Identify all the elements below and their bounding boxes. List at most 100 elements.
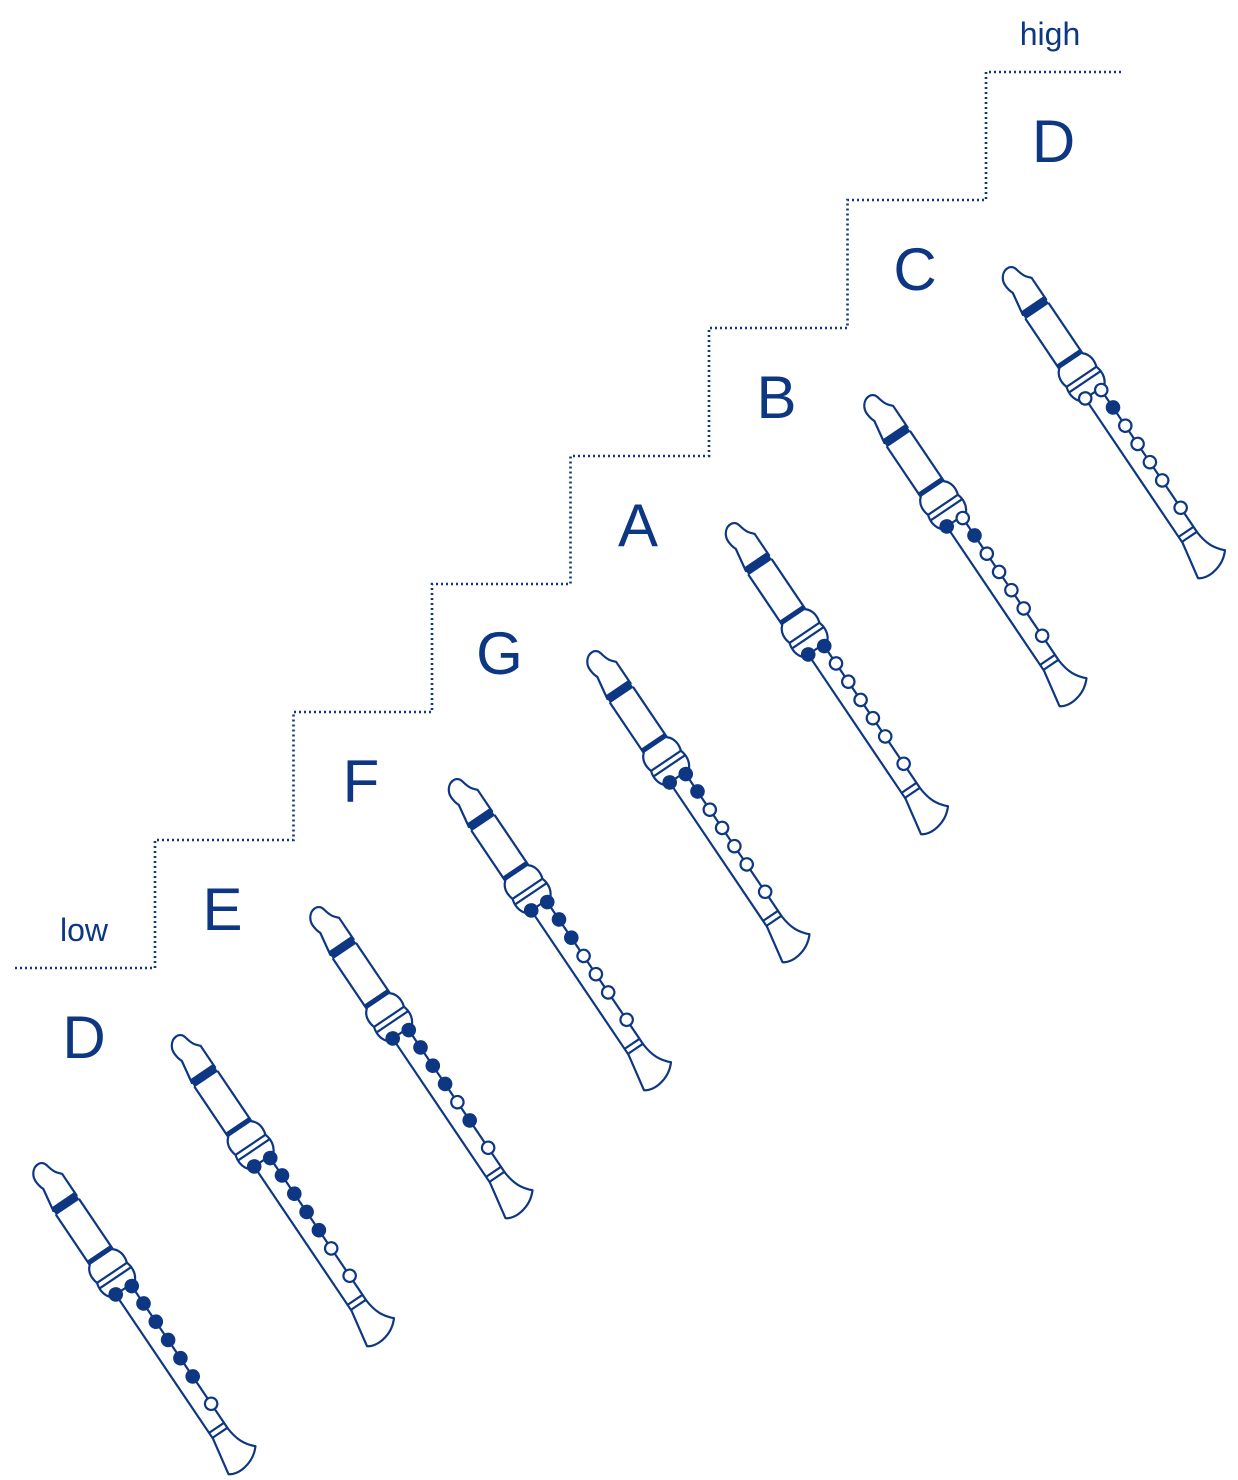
thumb-hole-closed-0 xyxy=(661,774,678,791)
note-label: F xyxy=(343,748,380,815)
finger-hole-open-3 xyxy=(840,673,857,690)
note-label: C xyxy=(893,236,936,303)
low-label: low xyxy=(60,912,109,948)
thumb-hole-closed-0 xyxy=(384,1030,401,1047)
finger-hole-closed-6 xyxy=(461,1112,478,1129)
recorder-icon xyxy=(715,512,955,839)
recorder-icon xyxy=(577,640,817,967)
note-2-group: F xyxy=(300,748,540,1223)
finger-hole-open-6 xyxy=(323,1240,340,1257)
thumb-hole-closed-0 xyxy=(800,646,817,663)
recorder-mouthpiece-band xyxy=(51,1192,79,1215)
note-0-group: D xyxy=(23,1004,263,1479)
finger-hole-open-3 xyxy=(978,545,995,562)
finger-hole-closed-5 xyxy=(310,1222,327,1239)
finger-hole-open-4 xyxy=(575,947,592,964)
recorder-head-band xyxy=(641,733,667,753)
finger-hole-closed-3 xyxy=(147,1313,164,1330)
recorder-icon xyxy=(854,384,1094,711)
finger-hole-open-2 xyxy=(827,655,844,672)
recorder-body xyxy=(531,900,643,1054)
finger-hole-closed-3 xyxy=(424,1057,441,1074)
recorder-icon xyxy=(161,1024,401,1351)
finger-hole-open-5 xyxy=(449,1094,466,1111)
finger-hole-open-3 xyxy=(1117,417,1134,434)
thumb-hole-closed-0 xyxy=(938,518,955,535)
recorder-head-band xyxy=(779,605,805,625)
finger-hole-open-5 xyxy=(1141,454,1158,471)
finger-hole-open-7 xyxy=(1172,499,1189,516)
finger-hole-open-5 xyxy=(864,710,881,727)
recorder-body xyxy=(670,772,782,926)
recorder-head-band xyxy=(1056,349,1082,369)
recorder-body xyxy=(116,1284,228,1438)
finger-hole-closed-2 xyxy=(135,1295,152,1312)
finger-hole-closed-2 xyxy=(273,1167,290,1184)
recorder-icon xyxy=(438,768,678,1095)
finger-hole-open-6 xyxy=(1154,472,1171,489)
finger-hole-open-7 xyxy=(895,755,912,772)
finger-hole-open-7 xyxy=(757,883,774,900)
recorder-mouthpiece-band xyxy=(467,808,495,831)
finger-hole-open-7 xyxy=(203,1395,220,1412)
finger-hole-closed-2 xyxy=(550,911,567,928)
finger-hole-closed-5 xyxy=(172,1350,189,1367)
finger-hole-open-1 xyxy=(1093,381,1110,398)
finger-hole-open-7 xyxy=(1034,627,1051,644)
recorder-body xyxy=(393,1028,505,1182)
finger-hole-open-4 xyxy=(713,819,730,836)
recorder-head-band xyxy=(87,1245,113,1265)
finger-hole-closed-6 xyxy=(184,1368,201,1385)
recorder-head-band xyxy=(918,477,944,497)
finger-hole-open-6 xyxy=(738,856,755,873)
recorder-head-band xyxy=(502,861,528,881)
note-7-group: D xyxy=(992,108,1232,583)
finger-hole-open-3 xyxy=(701,801,718,818)
finger-hole-closed-2 xyxy=(412,1039,429,1056)
thumb-hole-closed-0 xyxy=(107,1286,124,1303)
finger-hole-closed-3 xyxy=(286,1185,303,1202)
finger-hole-open-4 xyxy=(852,691,869,708)
recorder-mouthpiece-band xyxy=(190,1064,218,1087)
recorder-mouthpiece-band xyxy=(605,680,633,703)
recorder-body xyxy=(254,1156,366,1310)
finger-hole-closed-1 xyxy=(677,765,694,782)
note-5-group: B xyxy=(715,364,955,839)
recorder-mouthpiece-band xyxy=(1021,296,1049,319)
finger-hole-open-1 xyxy=(954,509,971,526)
finger-hole-closed-2 xyxy=(966,527,983,544)
finger-hole-open-7 xyxy=(480,1139,497,1156)
recorder-icon xyxy=(300,896,540,1223)
finger-hole-closed-1 xyxy=(123,1277,140,1294)
finger-hole-open-6 xyxy=(1015,600,1032,617)
finger-hole-open-5 xyxy=(1003,582,1020,599)
note-3-group: G xyxy=(438,620,678,1095)
note-label: D xyxy=(1032,108,1075,175)
recorder-body xyxy=(1085,388,1197,542)
finger-hole-closed-1 xyxy=(400,1021,417,1038)
note-1-group: E xyxy=(161,876,401,1351)
finger-hole-open-5 xyxy=(726,838,743,855)
finger-hole-closed-1 xyxy=(539,893,556,910)
finger-hole-closed-1 xyxy=(816,637,833,654)
finger-hole-closed-1 xyxy=(262,1149,279,1166)
finger-hole-closed-4 xyxy=(159,1331,176,1348)
finger-hole-open-4 xyxy=(1129,435,1146,452)
recorder-head-band xyxy=(364,989,390,1009)
finger-hole-closed-4 xyxy=(298,1203,315,1220)
finger-hole-open-5 xyxy=(587,966,604,983)
finger-hole-open-4 xyxy=(990,563,1007,580)
finger-hole-open-6 xyxy=(600,984,617,1001)
finger-hole-closed-3 xyxy=(563,929,580,946)
note-6-group: C xyxy=(854,236,1094,711)
note-label: A xyxy=(618,492,658,559)
recorder-mouthpiece-band xyxy=(328,936,356,959)
recorder-head-band xyxy=(225,1117,251,1137)
note-4-group: A xyxy=(577,492,817,967)
note-label: D xyxy=(62,1004,105,1071)
note-label: E xyxy=(202,876,242,943)
recorder-mouthpiece-band xyxy=(744,552,772,575)
finger-hole-closed-2 xyxy=(1104,399,1121,416)
